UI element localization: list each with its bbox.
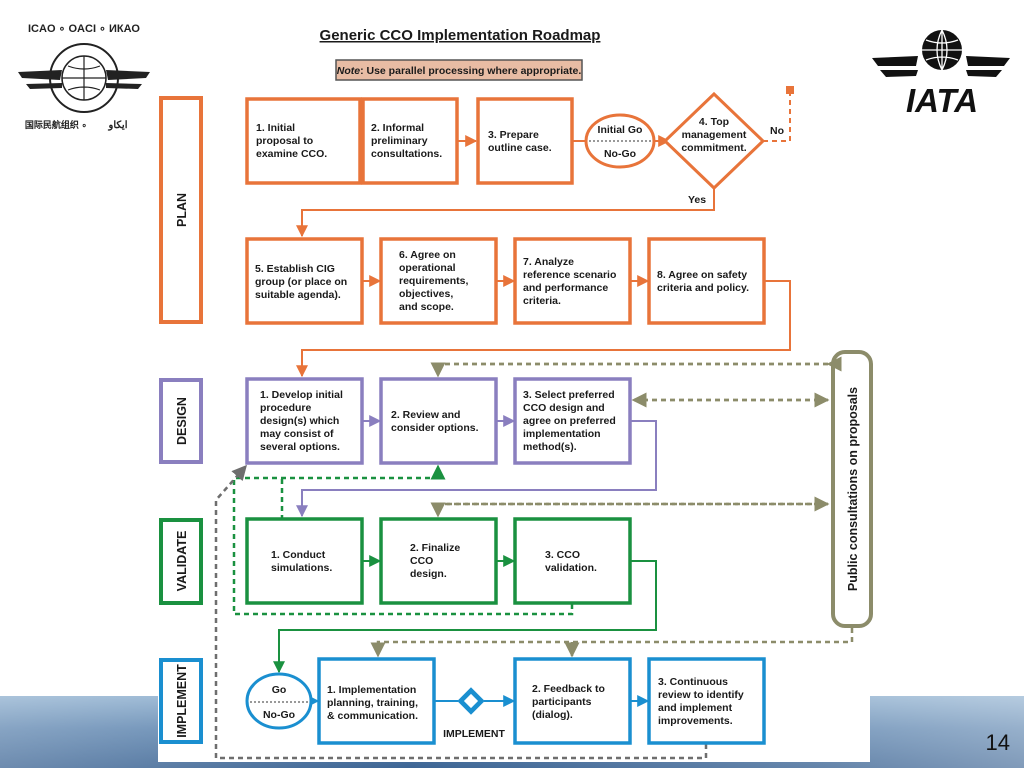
phase-design-box — [159, 378, 203, 464]
iata-logo: IATA — [872, 29, 1010, 119]
icao-logo-script-right: ايكاو — [108, 120, 128, 131]
implement-go-label: Go — [272, 684, 287, 696]
gray-feedback-loop — [214, 464, 708, 760]
icao-logo-text: ICAO ∘ OACI ∘ ИКАО — [28, 23, 140, 35]
plan-yes-label: Yes — [688, 194, 706, 206]
phase-validate-label: VALIDATE — [175, 531, 189, 592]
phase-plan-box — [159, 96, 203, 324]
validate-step-2-box — [379, 517, 498, 605]
arrow-design-validate — [296, 420, 657, 518]
plan-nogo-label: No-Go — [604, 148, 636, 160]
implement-step-3-box — [647, 657, 766, 745]
phase-implement-label: IMPLEMENT — [175, 664, 189, 738]
phase-design-label: DESIGN — [175, 397, 189, 445]
arrow-plan-yes-5 — [296, 188, 715, 238]
line-plan-no — [763, 92, 791, 142]
phase-plan-label: PLAN — [175, 193, 189, 227]
icao-logo-script-left: 国际民航组织 ∘ — [25, 119, 87, 130]
validate-connectors — [273, 555, 657, 674]
page-number: 14 — [985, 730, 1010, 755]
arrow-validate-implement — [273, 560, 657, 674]
implement-step-1-box — [317, 657, 436, 745]
plan-connectors — [296, 92, 791, 378]
no-terminal-square — [786, 86, 794, 94]
plan-no-label: No — [770, 125, 784, 137]
plan-step-5-box — [245, 237, 364, 325]
validate-feedback-dashed — [232, 464, 574, 616]
public-consultations-box — [831, 350, 873, 628]
validate-step-1-box — [245, 517, 364, 605]
arrow-plan-8-design — [296, 280, 791, 378]
design-step-3-box — [513, 377, 632, 465]
note-text: Note: Use parallel processing where appr… — [337, 65, 582, 77]
public-consultations-label: Public consultations on proposals — [846, 387, 860, 591]
diagram-title: Generic CCO Implementation Roadmap — [320, 27, 601, 44]
plan-step-4-diamond — [662, 91, 766, 191]
plan-step-2-box — [361, 97, 459, 185]
design-step-1-box — [245, 377, 364, 465]
phase-implement-box — [159, 658, 203, 744]
plan-step-1-box — [245, 97, 362, 185]
implement-step-2-box — [513, 657, 632, 745]
implement-nogo-label: No-Go — [263, 709, 295, 721]
design-step-2-box — [379, 377, 498, 465]
public-consultation-links — [370, 356, 854, 658]
plan-go-label: Initial Go — [598, 124, 643, 136]
plan-step-3-box — [476, 97, 574, 185]
note-box — [335, 59, 583, 81]
iata-logo-text: IATA — [906, 82, 978, 119]
implement-diamond-label: IMPLEMENT — [443, 728, 505, 740]
plan-step-8-box — [647, 237, 766, 325]
plan-step-6-box — [379, 237, 498, 325]
design-connectors — [296, 415, 657, 518]
plan-step-7-box — [513, 237, 632, 325]
implement-diamond-icon — [463, 693, 479, 709]
validate-step-3-box — [513, 517, 632, 605]
icao-logo: ICAO ∘ OACI ∘ ИКАО 国际民航组织 ∘ ايكاو — [18, 23, 150, 131]
plan-go-nogo-ellipse — [584, 113, 656, 169]
implement-go-nogo-ellipse — [245, 672, 313, 730]
phase-validate-box — [159, 518, 203, 605]
